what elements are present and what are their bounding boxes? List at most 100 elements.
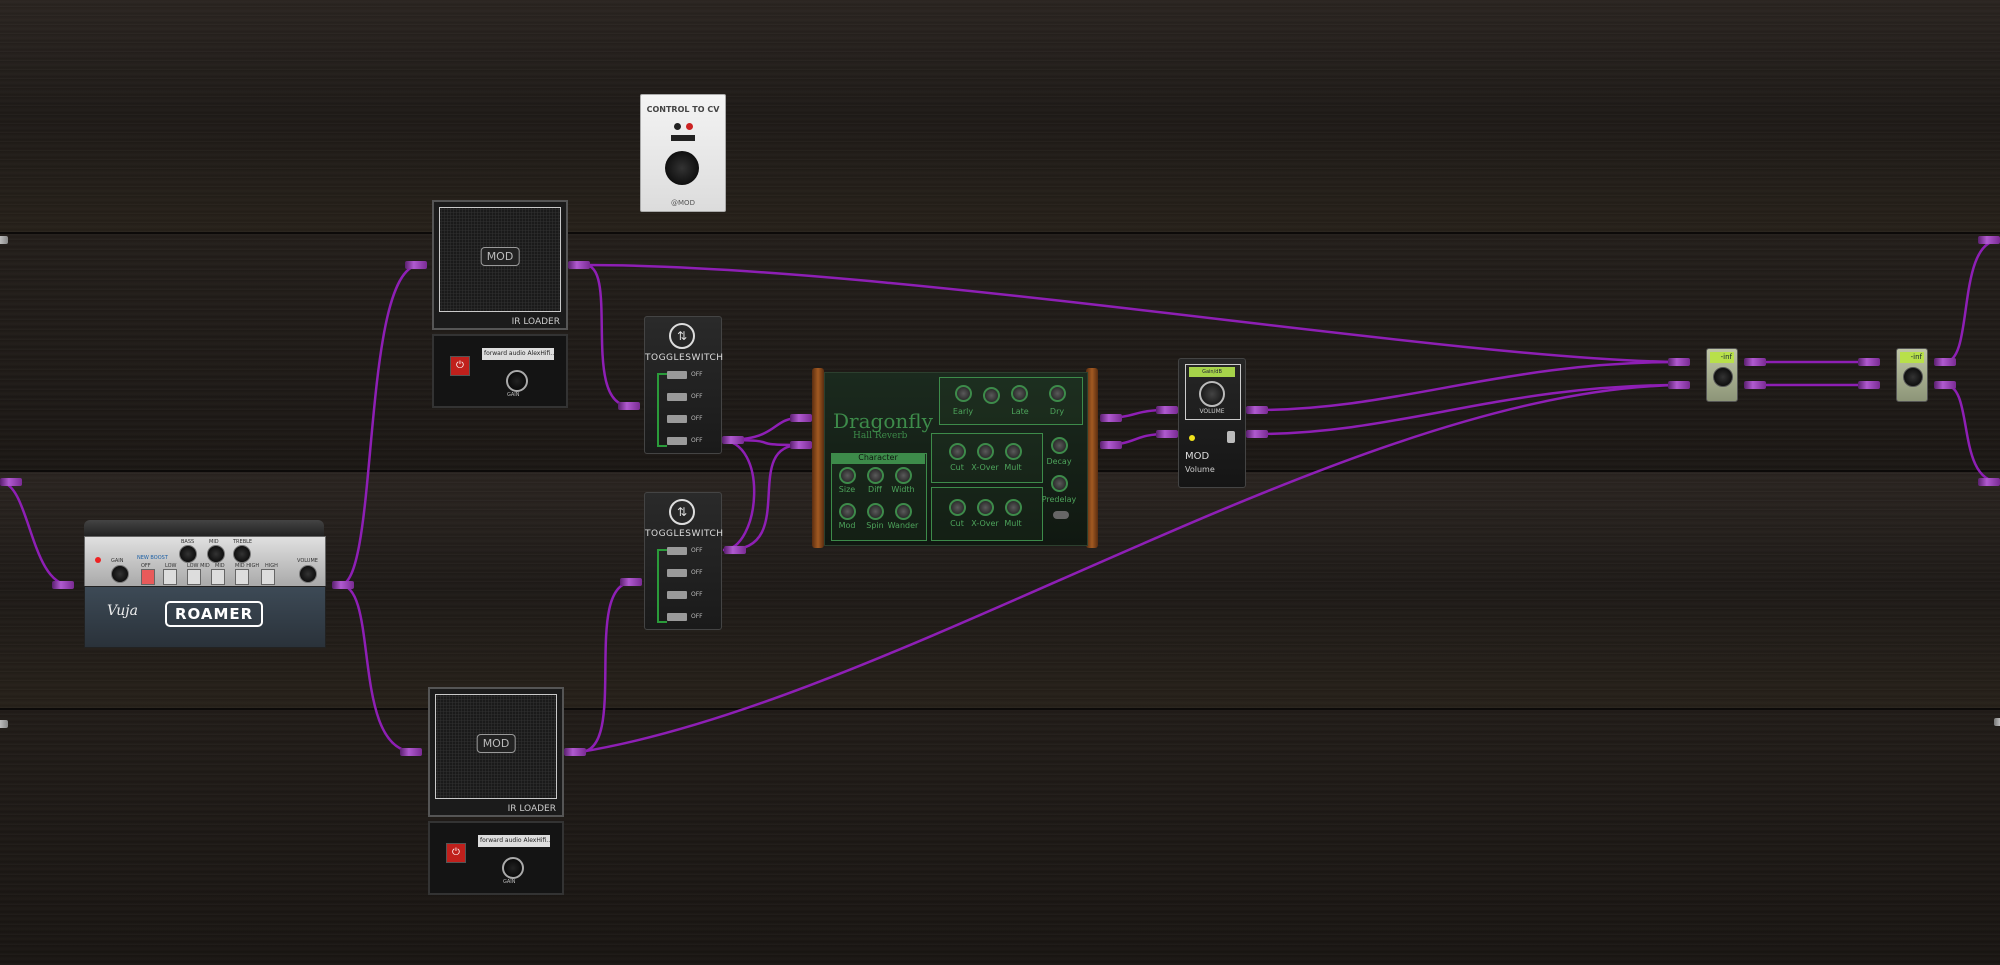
volume-output-jack[interactable]	[1246, 406, 1268, 414]
bass-knob[interactable]	[179, 545, 197, 563]
late-knob[interactable]	[1011, 385, 1028, 402]
power-switch[interactable]: ⏻	[450, 356, 470, 376]
mode-button-high[interactable]	[261, 569, 275, 585]
dragonfly-input-jack[interactable]	[790, 441, 812, 449]
mode-button-mid[interactable]	[211, 569, 225, 585]
system-output-jack[interactable]	[1978, 478, 2000, 486]
mode-button-low-mid[interactable]	[187, 569, 201, 585]
high-mult-knob[interactable]	[1005, 443, 1022, 460]
system-input-jack[interactable]	[0, 720, 8, 728]
toggle-bottom-input-jack[interactable]	[620, 578, 642, 586]
meter-right-output-jack[interactable]	[1934, 381, 1956, 389]
toggle-button[interactable]	[667, 591, 687, 599]
toggle-row[interactable]: OFF	[667, 569, 711, 577]
treble-knob[interactable]	[233, 545, 251, 563]
roamer-amp-plugin[interactable]: BASS MID TREBLE GAIN VOLUME NEW BOOST OF…	[78, 520, 330, 654]
mode-button-mid-high[interactable]	[235, 569, 249, 585]
toggle-row[interactable]: OFF	[667, 591, 711, 599]
toggle-button[interactable]	[667, 547, 687, 555]
dry-knob[interactable]	[1049, 385, 1066, 402]
toggle-button[interactable]	[667, 569, 687, 577]
toggle-row[interactable]: OFF	[667, 371, 711, 379]
amp-output-jack[interactable]	[332, 581, 354, 589]
toggle-row[interactable]: OFF	[667, 547, 711, 555]
toggle-button[interactable]	[667, 371, 687, 379]
toggle-top-output-jack[interactable]	[722, 436, 744, 444]
toggleswitch-top-plugin[interactable]: ⇅ TOGGLESWITCH OFF OFF OFF OFF	[644, 316, 723, 454]
mode-button-off[interactable]	[141, 569, 155, 585]
low-mult-knob[interactable]	[1005, 499, 1022, 516]
early-send-knob[interactable]	[983, 387, 1000, 404]
ir-loader-top-plugin[interactable]: MOD IR LOADER ⏻ forward audio AlexHifi..…	[432, 200, 568, 410]
spin-knob[interactable]	[867, 503, 884, 520]
dragonfly-reverb-plugin[interactable]: Dragonfly Hall Reverb Early Late Dry Cha…	[812, 368, 1098, 548]
decay-knob[interactable]	[1051, 437, 1068, 454]
meter-left-input-jack[interactable]	[1668, 358, 1690, 366]
level-meter-left-plugin[interactable]: -inf	[1706, 348, 1738, 402]
high-xover-knob[interactable]	[977, 443, 994, 460]
toggle-bottom-output-jack[interactable]	[724, 546, 746, 554]
control-knob[interactable]	[665, 151, 699, 185]
toggle-row[interactable]: OFF	[667, 393, 711, 401]
meter-left-output-jack[interactable]	[1744, 381, 1766, 389]
volume-input-jack[interactable]	[1156, 430, 1178, 438]
meter-knob[interactable]	[1903, 367, 1923, 387]
dragonfly-output-jack[interactable]	[1100, 441, 1122, 449]
predelay-knob[interactable]	[1051, 475, 1068, 492]
amp-input-jack[interactable]	[52, 581, 74, 589]
meter-left-input-jack[interactable]	[1668, 381, 1690, 389]
early-knob[interactable]	[955, 385, 972, 402]
low-cut-knob[interactable]	[949, 499, 966, 516]
irloader-top-input-jack[interactable]	[405, 261, 427, 269]
bypass-switch[interactable]	[1053, 511, 1069, 519]
high-cut-knob[interactable]	[949, 443, 966, 460]
irloader-top-output-jack[interactable]	[568, 261, 590, 269]
power-switch[interactable]: ⏻	[446, 843, 466, 863]
level-meter-right-plugin[interactable]: -inf	[1896, 348, 1928, 402]
dragonfly-output-jack[interactable]	[1100, 414, 1122, 422]
toggle-button[interactable]	[667, 415, 687, 423]
meter-right-input-jack[interactable]	[1858, 381, 1880, 389]
gain-knob[interactable]	[111, 565, 129, 583]
system-output-jack[interactable]	[1978, 236, 2000, 244]
system-input-jack[interactable]	[0, 478, 22, 486]
irloader-bottom-input-jack[interactable]	[400, 748, 422, 756]
meter-left-output-jack[interactable]	[1744, 358, 1766, 366]
volume-input-jack[interactable]	[1156, 406, 1178, 414]
toggle-row[interactable]: OFF	[667, 613, 711, 621]
toggle-button[interactable]	[667, 393, 687, 401]
diff-knob[interactable]	[867, 467, 884, 484]
system-input-jack[interactable]	[0, 236, 8, 244]
footswitch[interactable]	[1227, 431, 1235, 443]
mid-knob[interactable]	[207, 545, 225, 563]
ir-file-selector[interactable]: forward audio AlexHifi...	[478, 835, 550, 847]
meter-right-input-jack[interactable]	[1858, 358, 1880, 366]
meter-right-output-jack[interactable]	[1934, 358, 1956, 366]
toggle-button[interactable]	[667, 437, 687, 445]
ir-loader-bottom-plugin[interactable]: MOD IR LOADER ⏻ forward audio AlexHifi..…	[428, 687, 564, 897]
gain-knob[interactable]	[502, 857, 524, 879]
toggle-button[interactable]	[667, 613, 687, 621]
volume-plugin[interactable]: Gain/dB VOLUME MOD Volume	[1178, 358, 1246, 488]
volume-knob[interactable]	[299, 565, 317, 583]
toggle-row[interactable]: OFF	[667, 437, 711, 445]
gain-knob[interactable]	[506, 370, 528, 392]
volume-output-jack[interactable]	[1246, 430, 1268, 438]
mode-switch[interactable]	[671, 135, 695, 141]
dragonfly-input-jack[interactable]	[790, 414, 812, 422]
low-xover-knob[interactable]	[977, 499, 994, 516]
ir-file-selector[interactable]: forward audio AlexHifi...	[482, 348, 554, 360]
irloader-bottom-output-jack[interactable]	[564, 748, 586, 756]
wander-knob[interactable]	[895, 503, 912, 520]
width-knob[interactable]	[895, 467, 912, 484]
size-knob[interactable]	[839, 467, 856, 484]
control-to-cv-plugin[interactable]: CONTROL TO CV @MOD	[640, 94, 726, 212]
toggle-row[interactable]: OFF	[667, 415, 711, 423]
mode-button-low[interactable]	[163, 569, 177, 585]
toggleswitch-bottom-plugin[interactable]: ⇅ TOGGLESWITCH OFF OFF OFF OFF	[644, 492, 723, 630]
system-output-jack[interactable]	[1994, 718, 2000, 726]
toggle-top-input-jack[interactable]	[618, 402, 640, 410]
volume-knob[interactable]	[1199, 381, 1225, 407]
meter-knob[interactable]	[1713, 367, 1733, 387]
mod-knob[interactable]	[839, 503, 856, 520]
